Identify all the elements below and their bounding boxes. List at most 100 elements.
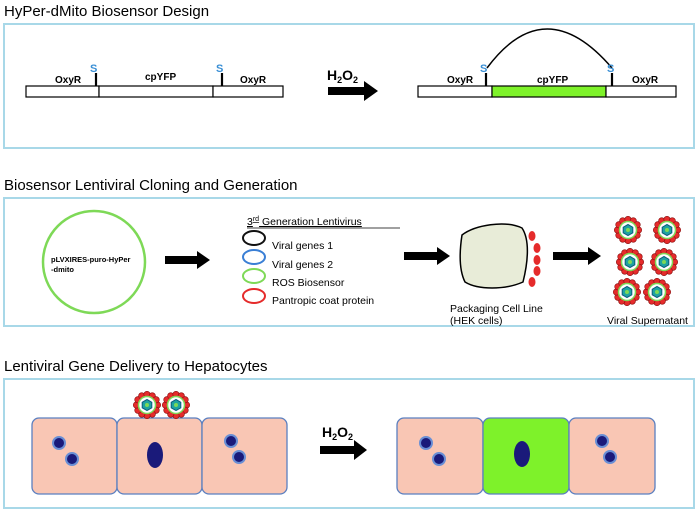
bud-4 bbox=[533, 266, 541, 276]
nucleus-after-1a bbox=[419, 436, 433, 450]
h2o2-h-2: H bbox=[322, 424, 332, 440]
nucleus-3a bbox=[224, 434, 238, 448]
legend-marker-ros-biosensor bbox=[242, 268, 266, 284]
legend-marker-viral-genes-2 bbox=[242, 249, 266, 265]
cpyfp-label-ox: cpYFP bbox=[537, 75, 568, 86]
design-title: HyPer-dMito Biosensor Design bbox=[4, 3, 209, 20]
packaging-label-2: (HEK cells) bbox=[450, 315, 503, 327]
disulfide-bond-arc bbox=[486, 28, 613, 69]
oxyr-left-segment bbox=[25, 85, 100, 98]
delivery-title: Lentiviral Gene Delivery to Hepatocytes bbox=[4, 358, 267, 375]
legend-title-num: 3 bbox=[247, 216, 253, 228]
sulfur-label-2: S bbox=[216, 63, 223, 75]
bud-1 bbox=[528, 231, 536, 241]
oxyr-right-segment-ox bbox=[605, 85, 677, 98]
cpyfp-segment bbox=[98, 85, 214, 98]
arrow-shape-1 bbox=[328, 81, 378, 101]
arrow-shape-2 bbox=[320, 440, 367, 460]
delivery-virion-2 bbox=[162, 390, 191, 419]
h2o2-arrow-1: H2O2 bbox=[327, 67, 378, 101]
svg-text:H2O2: H2O2 bbox=[327, 67, 358, 85]
bud-3 bbox=[533, 255, 541, 265]
virion-genome bbox=[665, 228, 669, 232]
h2o2-sub2-2: 2 bbox=[348, 432, 353, 442]
virion-genome bbox=[145, 403, 149, 407]
viral-particle-3 bbox=[615, 248, 644, 276]
virion-genome bbox=[625, 290, 629, 294]
bud-2 bbox=[533, 243, 541, 253]
h2o2-arrow-2: H2O2 bbox=[320, 424, 367, 460]
viral-particle-2 bbox=[652, 216, 681, 245]
sulfur-label-1: S bbox=[90, 63, 97, 75]
packaging-cell: Packaging Cell Line (HEK cells) bbox=[450, 223, 543, 327]
coat-protein-buds bbox=[528, 231, 541, 287]
legend-item-viral-genes-2: Viral genes 2 bbox=[272, 259, 333, 271]
h2o2-sub1: 2 bbox=[337, 75, 342, 85]
nucleus-after-3a bbox=[595, 434, 609, 448]
lentivirus-legend: 3rd Generation Lentivirus Viral genes 1 … bbox=[242, 216, 400, 307]
legend-title-sup: rd bbox=[253, 216, 259, 223]
sulfur-label-ox-1: S bbox=[480, 63, 487, 75]
arrow-plasmid-to-legend bbox=[165, 251, 210, 269]
viral-supernatant bbox=[612, 216, 681, 306]
viral-particle-6 bbox=[642, 277, 671, 306]
legend-marker-viral-genes-1 bbox=[242, 230, 266, 246]
packaging-cell-body bbox=[459, 223, 529, 289]
legend-item-viral-genes-1: Viral genes 1 bbox=[272, 240, 333, 252]
nucleus-1b bbox=[65, 452, 79, 466]
virion-genome bbox=[655, 290, 659, 294]
legend-item-ros-biosensor: ROS Biosensor bbox=[272, 277, 345, 289]
h2o2-o-2: O bbox=[337, 424, 348, 440]
nucleus-after-1b bbox=[432, 452, 446, 466]
cloning-title: Biosensor Lentiviral Cloning and Generat… bbox=[4, 177, 298, 194]
cpyfp-label: cpYFP bbox=[145, 72, 176, 83]
h2o2-o: O bbox=[342, 67, 353, 83]
legend-title: 3rd Generation Lentivirus bbox=[247, 216, 362, 228]
legend-marker-coat-protein bbox=[242, 288, 266, 304]
oxyr-label-ox-2: OxyR bbox=[632, 75, 659, 86]
construct-oxidized: OxyR cpYFP OxyR S S bbox=[417, 28, 677, 98]
viral-particle-1 bbox=[613, 216, 642, 245]
oxyr-left-segment-ox bbox=[417, 85, 493, 98]
delivery-virions bbox=[133, 390, 191, 419]
arrow-legend-to-packaging bbox=[404, 247, 450, 265]
plasmid-label-1: pLVXIRES-puro-HyPer bbox=[51, 255, 131, 264]
plasmid-label-2: -dmito bbox=[51, 265, 74, 274]
oxyr-label-ox-1: OxyR bbox=[447, 75, 474, 86]
bud-5 bbox=[528, 277, 536, 287]
legend-item-coat-protein: Pantropic coat protein bbox=[272, 295, 374, 307]
cpyfp-segment-ox bbox=[491, 85, 607, 98]
packaging-label-1: Packaging Cell Line bbox=[450, 303, 543, 315]
supernatant-label: Viral Supernatant bbox=[607, 315, 688, 327]
construct-reduced: OxyR cpYFP OxyR S S bbox=[25, 63, 284, 98]
plasmid: pLVXIRES-puro-HyPer -dmito bbox=[41, 209, 147, 315]
h2o2-sub1-2: 2 bbox=[332, 432, 337, 442]
virion-genome bbox=[174, 403, 178, 407]
nucleus-2 bbox=[147, 442, 163, 468]
nucleus-after-3b bbox=[603, 450, 617, 464]
delivery-virion-1 bbox=[133, 390, 162, 419]
oxyr-right-segment bbox=[212, 85, 284, 98]
hepatocytes-before bbox=[31, 390, 288, 495]
sulfur-label-ox-2: S bbox=[607, 63, 614, 75]
nucleus-after-2 bbox=[514, 441, 530, 467]
viral-particle-5 bbox=[612, 277, 641, 306]
delivery-panel bbox=[3, 378, 695, 509]
nucleus-1a bbox=[52, 436, 66, 450]
cloning-panel bbox=[3, 197, 695, 327]
legend-title-rest: Generation Lentivirus bbox=[259, 216, 362, 228]
oxyr-label-1: OxyR bbox=[55, 75, 82, 86]
virion-genome bbox=[662, 260, 666, 264]
design-panel bbox=[3, 23, 695, 149]
svg-text:H2O2: H2O2 bbox=[322, 424, 353, 442]
virion-genome bbox=[626, 228, 630, 232]
virion-genome bbox=[628, 260, 632, 264]
nuclei-before bbox=[52, 434, 246, 468]
viral-particle-4 bbox=[649, 248, 678, 276]
h2o2-h: H bbox=[327, 67, 337, 83]
hepatocytes-after bbox=[396, 417, 656, 495]
nucleus-3b bbox=[232, 450, 246, 464]
plasmid-circle bbox=[41, 209, 147, 315]
h2o2-sub2: 2 bbox=[353, 75, 358, 85]
arrow-packaging-to-supernatant bbox=[553, 247, 601, 265]
